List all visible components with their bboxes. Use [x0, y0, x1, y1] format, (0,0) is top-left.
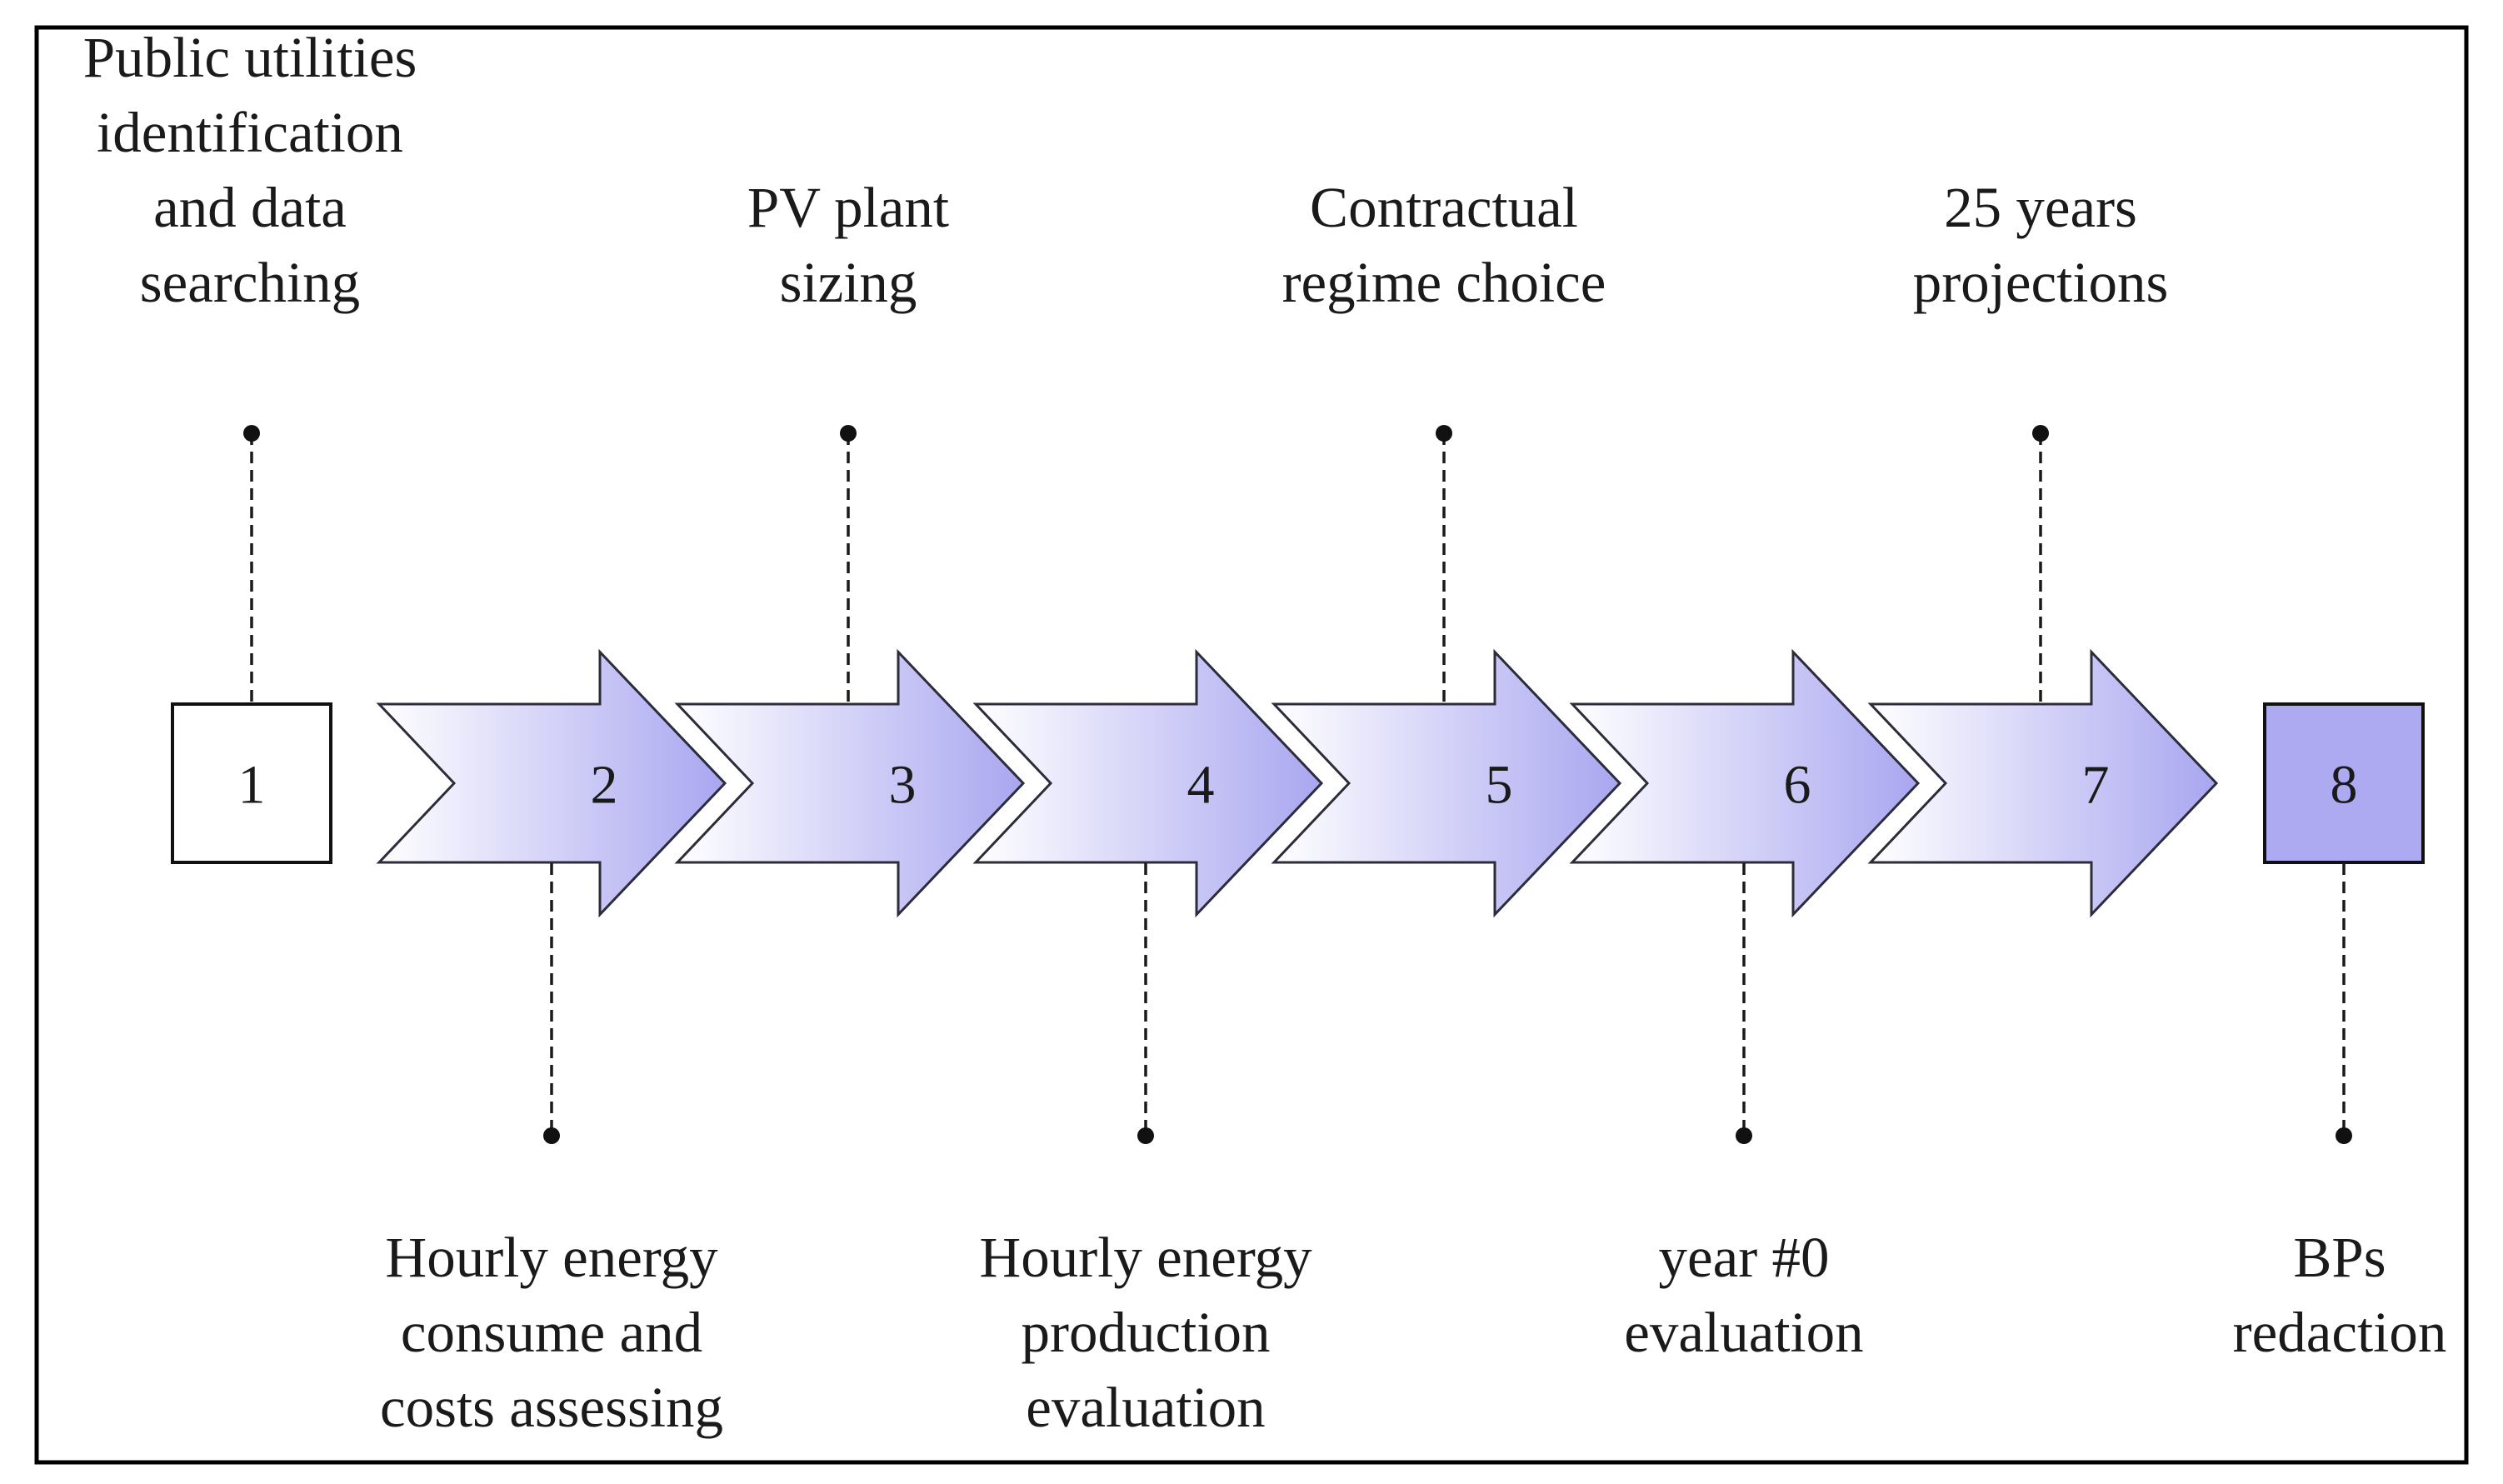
step-label-line: redaction [2233, 1301, 2447, 1364]
step-label-2: Hourly energy consume and costs assessing [380, 1226, 723, 1439]
step-label-5: Contractual regime choice [1282, 176, 1606, 314]
step-label-3: PV plant sizing [747, 176, 949, 314]
step-number-8: 8 [2331, 755, 2358, 816]
step-1: 1 Public utilities identification and data s… [83, 26, 417, 864]
step-label-line: PV plant [747, 176, 949, 239]
step-label-6: year #0 evaluation [1624, 1226, 1863, 1364]
step-label-line: costs assessing [380, 1376, 723, 1439]
step-label-line: Hourly energy [979, 1226, 1312, 1289]
step-arrow-5 [1271, 648, 1622, 918]
step-label-line: sizing [780, 251, 917, 314]
step-box-1 [171, 702, 332, 864]
leader-dot-7 [2032, 425, 2049, 442]
leader-dot-8 [2336, 1127, 2352, 1144]
step-label-line: Public utilities [83, 26, 417, 89]
step-label-line: and data [153, 176, 347, 239]
step-arrow-6 [1569, 648, 1921, 918]
step-arrow-3 [674, 648, 1026, 918]
step-label-line: projections [1913, 251, 2169, 314]
step-number-6: 6 [1784, 755, 1811, 816]
leader-dot-2 [543, 1127, 560, 1144]
step-arrow-2 [376, 648, 727, 918]
steps-layer: 1 Public utilities identification and data s… [83, 26, 2447, 1439]
step-label-line: BPs [2293, 1226, 2386, 1289]
step-label-8: BPs redaction [2233, 1226, 2447, 1364]
step-label-line: identification [97, 101, 403, 164]
step-arrow-7 [1867, 648, 2219, 918]
step-label-line: evaluation [1026, 1376, 1265, 1439]
step-6: 6 year #0 evaluation [1569, 648, 1921, 1364]
leader-dot-5 [1436, 425, 1452, 442]
step-number-3: 3 [889, 755, 917, 816]
step-label-4: Hourly energy production evaluation [979, 1226, 1312, 1439]
step-label-line: 25 years [1944, 176, 2137, 239]
leader-dot-4 [1137, 1127, 1154, 1144]
step-label-1: Public utilities identification and data se… [83, 26, 417, 314]
step-label-line: consume and [401, 1301, 702, 1364]
step-label-line: regime choice [1282, 251, 1606, 314]
step-label-7: 25 years projections [1913, 176, 2169, 314]
step-label-line: searching [140, 251, 360, 314]
step-3: 3 PV plant sizing [674, 176, 1026, 918]
step-number-7: 7 [2082, 755, 2110, 816]
step-number-2: 2 [591, 755, 618, 816]
step-number-5: 5 [1486, 755, 1513, 816]
step-label-line: Hourly energy [385, 1226, 718, 1289]
step-label-line: production [1022, 1301, 1271, 1364]
leader-dot-1 [243, 425, 260, 442]
step-arrow-4 [972, 648, 1324, 918]
leader-dot-6 [1736, 1127, 1752, 1144]
step-number-1: 1 [238, 755, 266, 816]
step-label-line: evaluation [1624, 1301, 1863, 1364]
step-5: 5 Contractual regime choice [1271, 176, 1622, 918]
step-label-line: Contractual [1310, 176, 1578, 239]
step-7: 7 25 years projections [1867, 176, 2219, 918]
step-number-4: 4 [1187, 755, 1215, 816]
step-label-line: year #0 [1659, 1226, 1830, 1289]
leader-dot-3 [840, 425, 857, 442]
step-box-8 [2263, 702, 2425, 864]
